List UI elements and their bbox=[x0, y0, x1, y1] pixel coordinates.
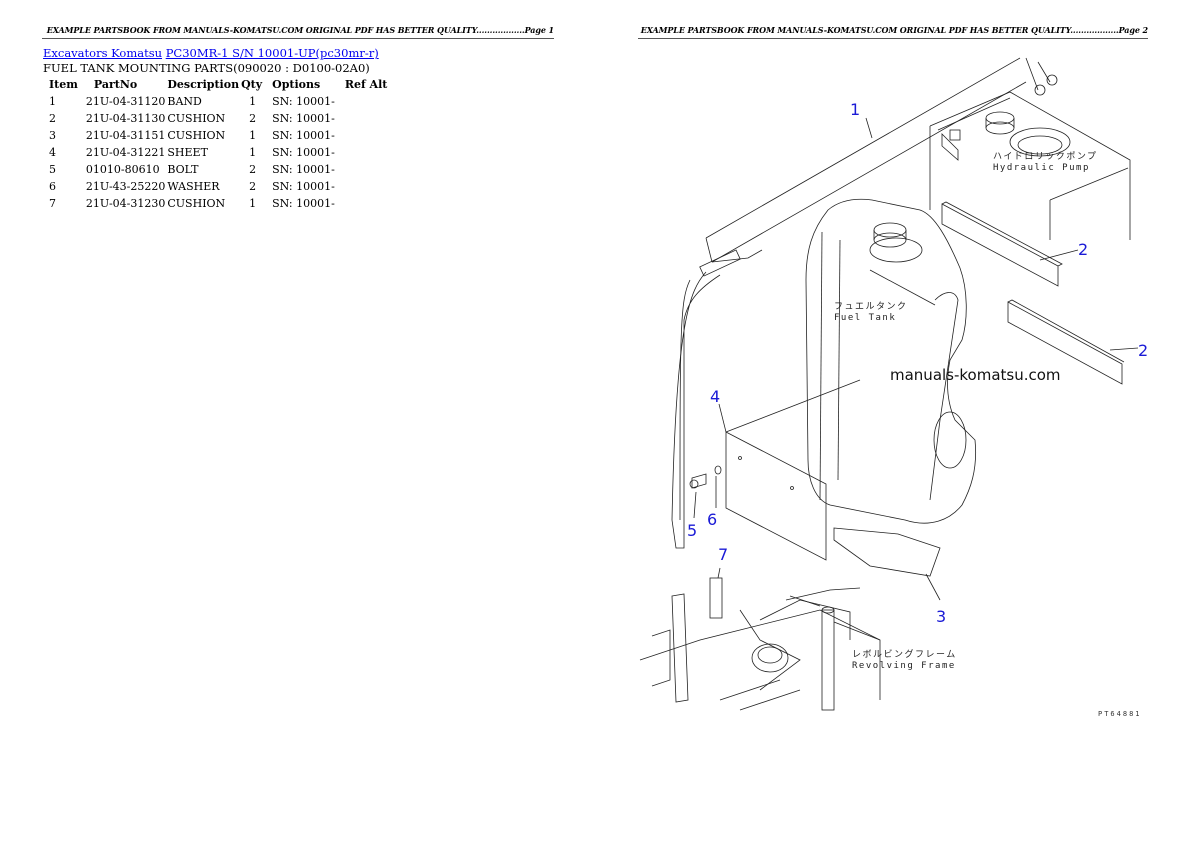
column-header-qty: Qty bbox=[241, 77, 263, 91]
cell-partno: 01010-80610 bbox=[85, 162, 160, 176]
cell-options: SN: 10001- bbox=[272, 145, 335, 159]
callout-2b: 2 bbox=[1138, 341, 1149, 360]
cell-item: 3 bbox=[49, 128, 56, 142]
cell-options: SN: 10001- bbox=[272, 162, 335, 176]
breadcrumb-link-category[interactable]: Excavators Komatsu bbox=[43, 46, 163, 60]
cell-partno: 21U-43-25220 bbox=[85, 179, 166, 193]
table-row: 7 21U-04-31230 CUSHION 1 SN: 10001- bbox=[43, 195, 391, 212]
cell-qty: 1 bbox=[249, 94, 257, 108]
cell-qty: 2 bbox=[249, 162, 257, 176]
cell-options: SN: 10001- bbox=[272, 94, 335, 108]
column-header-refalt: Ref Alt bbox=[344, 77, 388, 91]
column-header-item: Item bbox=[49, 77, 78, 91]
fuel-tank-label-jp: フュエルタンク bbox=[834, 302, 908, 312]
callout-6: 6 bbox=[707, 510, 718, 529]
cell-options: SN: 10001- bbox=[272, 128, 335, 142]
cell-refalt bbox=[339, 178, 392, 195]
watermark-text: manuals-komatsu.com bbox=[890, 366, 1061, 384]
cell-item: 5 bbox=[49, 162, 56, 176]
table-row: 4 21U-04-31221 SHEET 1 SN: 10001- bbox=[43, 144, 391, 161]
callout-2a: 2 bbox=[1078, 240, 1089, 259]
cell-qty: 1 bbox=[249, 196, 257, 210]
cell-options: SN: 10001- bbox=[272, 196, 335, 210]
hydraulic-pump-label-jp: ハイドロリックポンプ bbox=[993, 152, 1098, 162]
column-header-partno: PartNo bbox=[93, 77, 138, 91]
column-header-options: Options bbox=[272, 77, 321, 91]
page-1-header: EXAMPLE PARTSBOOK FROM MANUALS-KOMATSU.C… bbox=[42, 25, 554, 39]
hydraulic-pump-label: ハイドロリックポンプ Hydraulic Pump bbox=[993, 152, 1098, 174]
cell-item: 2 bbox=[49, 111, 56, 125]
cell-partno: 21U-04-31221 bbox=[85, 145, 166, 159]
callout-5: 5 bbox=[687, 521, 698, 540]
revolving-frame-label-en: Revolving Frame bbox=[852, 661, 956, 671]
cell-qty: 2 bbox=[249, 111, 257, 125]
cell-description: SHEET bbox=[167, 145, 208, 159]
cell-description: CUSHION bbox=[167, 128, 226, 142]
cell-partno: 21U-04-31230 bbox=[85, 196, 166, 210]
table-row: 1 21U-04-31120 BAND 1 SN: 10001- bbox=[43, 93, 391, 110]
section-title: FUEL TANK MOUNTING PARTS(090020 : D0100-… bbox=[43, 61, 370, 75]
cell-partno: 21U-04-31151 bbox=[85, 128, 166, 142]
cell-refalt bbox=[339, 161, 392, 178]
cell-description: BAND bbox=[167, 94, 202, 108]
breadcrumb: Excavators Komatsu PC30MR-1 S/N 10001-UP… bbox=[43, 46, 379, 60]
fuel-tank-label: フュエルタンク Fuel Tank bbox=[834, 302, 908, 324]
hydraulic-pump-label-en: Hydraulic Pump bbox=[993, 163, 1090, 173]
cell-item: 6 bbox=[49, 179, 56, 193]
revolving-frame-label-jp: レボルビングフレーム bbox=[852, 650, 957, 660]
cell-partno: 21U-04-31120 bbox=[85, 94, 166, 108]
callout-7: 7 bbox=[718, 545, 729, 564]
table-header-row: Item PartNo Description Qty Options Ref … bbox=[43, 76, 391, 93]
cell-partno: 21U-04-31130 bbox=[85, 111, 166, 125]
callout-4: 4 bbox=[710, 387, 721, 406]
exploded-parts-diagram bbox=[639, 57, 1139, 711]
cell-description: BOLT bbox=[167, 162, 199, 176]
table-row: 2 21U-04-31130 CUSHION 2 SN: 10001- bbox=[43, 110, 391, 127]
cell-item: 4 bbox=[49, 145, 56, 159]
cell-refalt bbox=[339, 144, 392, 161]
cell-refalt bbox=[339, 110, 392, 127]
callout-1: 1 bbox=[850, 100, 861, 119]
cell-qty: 1 bbox=[249, 128, 257, 142]
cell-description: WASHER bbox=[167, 179, 220, 193]
figure-code: PT64881 bbox=[1098, 710, 1142, 718]
table-row: 5 01010-80610 BOLT 2 SN: 10001- bbox=[43, 161, 391, 178]
cell-options: SN: 10001- bbox=[272, 179, 335, 193]
cell-refalt bbox=[339, 195, 392, 212]
parts-table: Item PartNo Description Qty Options Ref … bbox=[43, 76, 391, 212]
cell-description: CUSHION bbox=[167, 196, 226, 210]
column-header-description: Description bbox=[167, 77, 240, 91]
cell-qty: 1 bbox=[249, 145, 257, 159]
page-2-header: EXAMPLE PARTSBOOK FROM MANUALS-KOMATSU.C… bbox=[638, 25, 1148, 39]
cell-qty: 2 bbox=[249, 179, 257, 193]
cell-description: CUSHION bbox=[167, 111, 226, 125]
cell-item: 1 bbox=[49, 94, 56, 108]
cell-item: 7 bbox=[49, 196, 56, 210]
table-row: 3 21U-04-31151 CUSHION 1 SN: 10001- bbox=[43, 127, 391, 144]
cell-refalt bbox=[339, 127, 392, 144]
cell-refalt bbox=[339, 93, 392, 110]
cell-options: SN: 10001- bbox=[272, 111, 335, 125]
revolving-frame-label: レボルビングフレーム Revolving Frame bbox=[852, 650, 957, 672]
breadcrumb-link-model[interactable]: PC30MR-1 S/N 10001-UP(pc30mr-r) bbox=[165, 46, 379, 60]
table-row: 6 21U-43-25220 WASHER 2 SN: 10001- bbox=[43, 178, 391, 195]
fuel-tank-label-en: Fuel Tank bbox=[834, 313, 897, 323]
callout-3: 3 bbox=[936, 607, 947, 626]
